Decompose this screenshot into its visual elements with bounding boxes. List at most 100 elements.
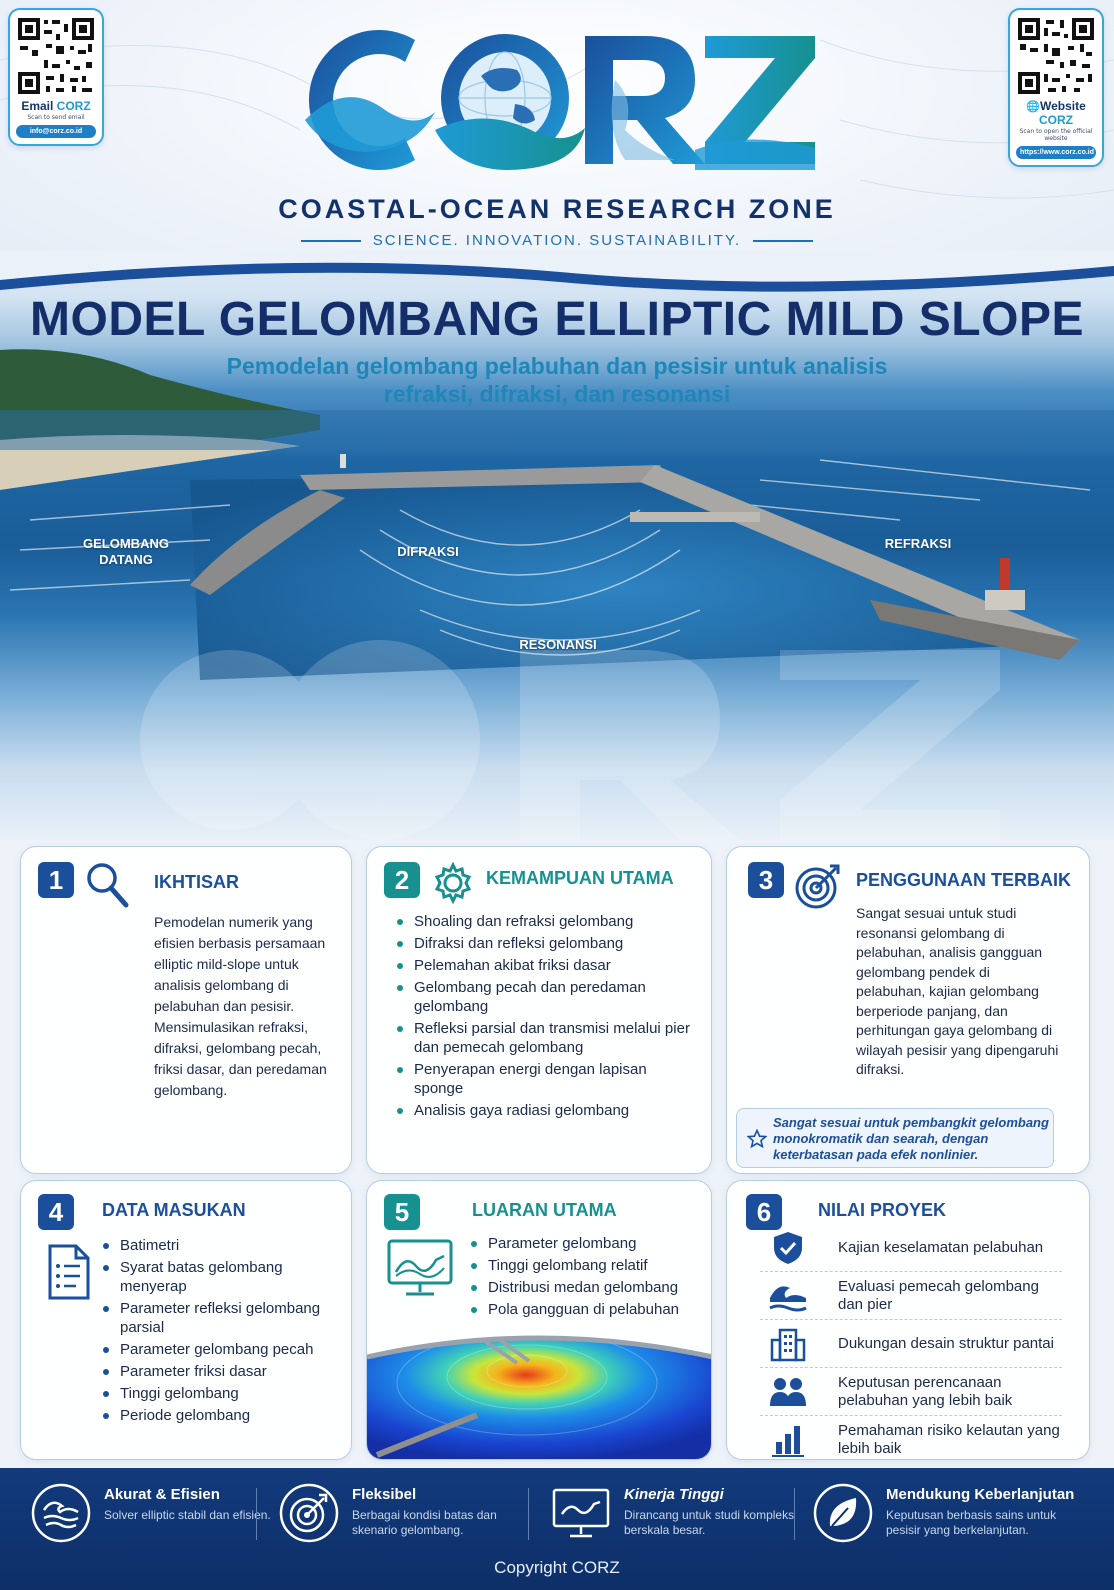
label-resonance: RESONANSI: [519, 637, 597, 652]
card-inputs: [20, 1180, 352, 1460]
email-address-pill[interactable]: info@corz.co.id: [16, 125, 96, 138]
value-text: Pemahaman risiko kelautan yang lebih bai…: [838, 1422, 1060, 1457]
list-item: Parameter gelombang pecah: [100, 1340, 340, 1359]
website-qr-title: 🌐Website CORZ: [1026, 99, 1086, 127]
value-text: Kajian keselamatan pelabuhan: [838, 1238, 1044, 1256]
card-number: 6: [746, 1194, 782, 1230]
card-overview: [20, 846, 352, 1174]
value-item: Dukungan desain struktur pantai: [760, 1320, 1062, 1368]
harbor-illustration: [0, 250, 1114, 840]
value-item: Keputusan perencanaan pelabuhan yang leb…: [760, 1368, 1062, 1416]
feature-flexible: Fleksibel Berbagai kondisi batas dan ske…: [278, 1482, 528, 1548]
header: Email CORZ Scan to send email info@corz.…: [0, 0, 1114, 290]
list-item: Difraksi dan refleksi gelombang: [394, 934, 694, 953]
value-item: Kajian keselamatan pelabuhan: [760, 1224, 1062, 1272]
value-item: Evaluasi pemecah gelombang dan pier: [760, 1272, 1062, 1320]
list-item: Parameter gelombang: [468, 1234, 704, 1253]
card-best-use-text: Sangat sesuai untuk studi resonansi gelo…: [856, 905, 1059, 1077]
divider: [528, 1488, 529, 1540]
list-item: Pelemahan akibat friksi dasar: [394, 956, 694, 975]
email-qr-sub: Scan to send email: [27, 114, 85, 121]
corz-logo: [305, 30, 815, 171]
wave-icon: [769, 1286, 807, 1312]
list-item: Parameter friksi dasar: [100, 1362, 340, 1381]
wave-circle-icon: [31, 1483, 91, 1543]
main-subtitle: Pemodelan gelombang pelabuhan dan pesisi…: [226, 353, 888, 407]
feature-desc: Keputusan berbasis sains untuk pesisir y…: [886, 1508, 1057, 1537]
feature-desc: Dirancang untuk studi kompleks berskala …: [624, 1508, 795, 1537]
tagline-divider: [300, 239, 361, 242]
list-item: Periode gelombang: [100, 1406, 340, 1425]
leaf-icon: [813, 1483, 873, 1543]
footer: Akurat & Efisien Solver elliptic stabil …: [0, 1468, 1114, 1590]
website-qr-card[interactable]: 🌐Website CORZ Scan to open the official …: [1008, 8, 1104, 167]
feature-title: Fleksibel: [352, 1486, 417, 1503]
list-item: Parameter refleksi gelombang parsial: [100, 1299, 340, 1337]
feature-title: Mendukung Keberlanjutan: [886, 1486, 1075, 1503]
website-url-pill[interactable]: https://www.corz.co.id: [1016, 146, 1096, 159]
email-qr-title: Email CORZ: [21, 99, 91, 113]
label-diffraction: DIFRAKSI: [397, 544, 459, 559]
card-outputs: [366, 1180, 712, 1460]
list-item: Syarat batas gelombang menyerap: [100, 1258, 340, 1296]
list-item: Refleksi parsial dan transmisi melalui p…: [394, 1019, 694, 1057]
note-text: Sangat sesuai untuk pembangkit gelombang…: [773, 1115, 1049, 1162]
qr-code-icon: [1016, 16, 1096, 96]
website-qr-sub: Scan to open the official website: [1019, 128, 1093, 142]
gear-icon: [434, 862, 472, 904]
feature-accurate: Akurat & Efisien Solver elliptic stabil …: [30, 1482, 271, 1548]
list-item: Gelombang pecah dan peredaman gelombang: [394, 978, 694, 1016]
card-number: 2: [384, 862, 420, 898]
value-item: Pemahaman risiko kelautan yang lebih bai…: [760, 1416, 1062, 1464]
card-number: 3: [748, 862, 784, 898]
note-box: Sangat sesuai untuk pembangkit gelombang…: [736, 1108, 1054, 1168]
divider: [794, 1488, 795, 1540]
list-item: Tinggi gelombang: [100, 1384, 340, 1403]
feature-title: Akurat & Efisien: [104, 1486, 220, 1503]
monitor-chart-icon: [387, 1239, 453, 1296]
email-qr-card[interactable]: Email CORZ Scan to send email info@corz.…: [8, 8, 104, 146]
card-title: DATA MASUKAN: [102, 1200, 246, 1220]
inputs-list: Batimetri Syarat batas gelombang menyera…: [100, 1236, 340, 1428]
card-title: PENGGUNAAN TERBAIK: [856, 870, 1072, 890]
tagline-row: SCIENCE. INNOVATION. SUSTAINABILITY.: [0, 232, 1114, 249]
main-title: MODEL GELOMBANG ELLIPTIC MILD SLOPE: [30, 293, 1084, 346]
card-overview-text: Pemodelan numerik yang efisien berbasis …: [154, 914, 327, 1098]
monitor-icon: [552, 1488, 610, 1538]
list-item: Distribusi medan gelombang: [468, 1278, 704, 1297]
card-number: 4: [38, 1194, 74, 1230]
list-item: Analisis gaya radiasi gelombang: [394, 1101, 694, 1120]
value-text: Dukungan desain struktur pantai: [838, 1334, 1054, 1352]
people-icon: [770, 1378, 806, 1406]
feature-performance: Kinerja Tinggi Dirancang untuk studi kom…: [550, 1482, 800, 1548]
card-title: IKHTISAR: [154, 872, 239, 892]
qr-code-icon: [16, 16, 96, 96]
card-number: 1: [38, 862, 74, 898]
tagline: SCIENCE. INNOVATION. SUSTAINABILITY.: [372, 232, 742, 249]
target-icon: [795, 864, 840, 909]
tagline-divider: [753, 239, 814, 242]
feature-title: Kinerja Tinggi: [624, 1486, 724, 1503]
card-title: KEMAMPUAN UTAMA: [486, 868, 674, 888]
search-icon: [87, 863, 129, 908]
card-capabilities: [366, 846, 712, 1174]
divider: [256, 1488, 257, 1540]
building-icon: [770, 1328, 806, 1362]
list-item: Shoaling dan refraksi gelombang: [394, 912, 694, 931]
value-text: Evaluasi pemecah gelombang dan pier: [838, 1277, 1039, 1313]
brand-name: COASTAL-OCEAN RESEARCH ZONE: [278, 194, 836, 224]
wave-field-heatmap: [367, 1330, 711, 1459]
card-title: LUARAN UTAMA: [472, 1200, 617, 1220]
feature-desc: Solver elliptic stabil dan efisien.: [104, 1508, 271, 1522]
hero-harbor-image: [0, 250, 1114, 840]
card-value: [726, 1180, 1090, 1460]
bar-chart-icon: [772, 1426, 804, 1457]
capabilities-list: Shoaling dan refraksi gelombang Difraksi…: [394, 912, 694, 1123]
list-item: Pola gangguan di pelabuhan: [468, 1300, 704, 1319]
star-icon: [747, 1129, 767, 1149]
list-item: Tinggi gelombang relatif: [468, 1256, 704, 1275]
label-refraction: REFRAKSI: [884, 536, 952, 551]
feature-sustainability: Mendukung Keberlanjutan Keputusan berbas…: [812, 1482, 1092, 1548]
list-item: Batimetri: [100, 1236, 340, 1255]
